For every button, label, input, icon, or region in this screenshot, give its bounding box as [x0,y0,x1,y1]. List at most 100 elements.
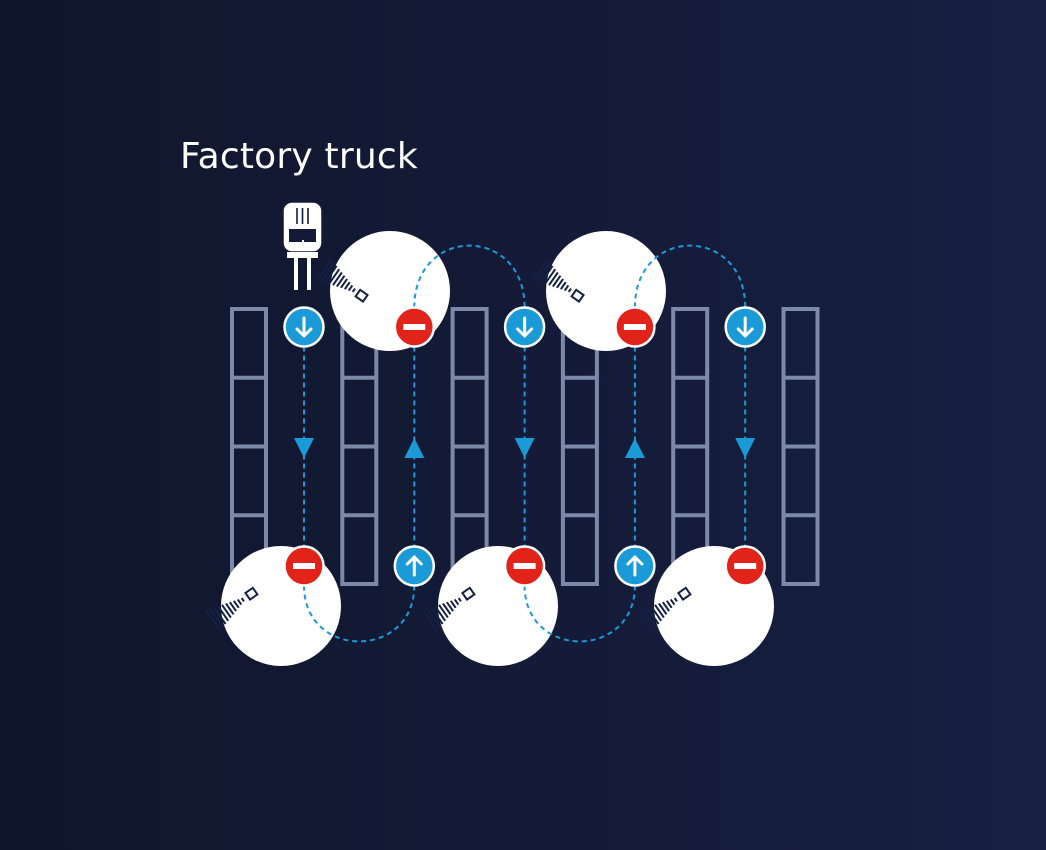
sensor-wave [351,288,356,293]
sensor-wave [449,600,457,609]
sensor-wave [340,278,348,289]
arrow-down-icon [503,306,546,348]
sensor-wave [665,600,673,609]
sensor-wave [316,258,333,281]
sensor-wave [563,284,570,292]
sensor-wave [559,281,567,290]
sensor-head [354,288,369,303]
sensor-wave [229,601,237,612]
sensor-head [570,288,585,303]
sensor-wave [548,271,559,286]
sensor-wave [217,605,230,622]
sensor-beam [532,258,585,303]
sensor-head [244,586,259,601]
shelf-rack [230,307,268,586]
sensor-wave [532,258,549,281]
sensor-wave [422,609,439,632]
no-entry-icon [393,306,436,348]
traffic-signs [283,306,766,587]
forklift-truck-icon [282,201,323,290]
sensor-wave [221,604,232,619]
sensor-beam [638,586,692,632]
sensor-wave [646,606,660,625]
arrow-up-icon [404,438,425,458]
sensor-wave [654,604,665,619]
arrow-up-icon [393,545,436,587]
sensor-wave [336,275,346,288]
diagram-title: Factory truck [180,136,418,177]
sensor-head [677,586,692,601]
sensor-head [461,586,476,601]
no-entry-icon [614,306,656,348]
sensor-wave [453,598,460,606]
go-arrow-head [626,555,644,566]
sensor-wave [638,609,655,632]
stop-bar [513,563,536,569]
sensor-wave [328,268,341,285]
no-entry-icon [283,545,325,587]
sensor-wave [552,275,562,288]
shelf-rack [560,307,599,586]
sensor-wave [205,609,222,632]
stop-bar [623,324,646,330]
no-entry-icon [503,545,546,587]
shelf-rack [781,307,820,586]
sensor-wave [556,278,564,289]
connecting-path [633,244,747,308]
arrow-down-icon [283,306,325,348]
sensor-wave [673,597,678,602]
sensor-beam [422,586,476,632]
stop-bar [734,563,757,569]
sensor-wave [332,271,343,286]
sensor-wave [213,606,227,625]
sensor-wave [347,284,354,292]
arrow-down-icon [294,438,314,458]
sensor-wave [225,602,235,615]
sensor-wave [457,597,462,602]
sensor-wave [236,598,243,606]
arrow-down-icon [735,438,756,458]
sensor-wave [430,606,444,625]
sensor-wave [662,601,670,612]
sensor-wave [536,262,551,282]
shelf-rack [671,307,710,586]
sensor-wave [426,608,441,628]
sensor-wave [540,265,554,284]
sensor-wave [658,602,668,615]
sensor-wave [544,268,557,285]
go-arrow-head [405,555,423,566]
sensor-wave [650,605,663,622]
truck-fork-right [307,258,311,290]
sensor-wave [642,608,657,628]
sensor-wave [232,600,240,609]
sensor-wave [240,597,245,602]
no-entry-icon [724,545,766,587]
arrow-down-icon [514,438,535,458]
sensor-wave [446,601,454,612]
travel-paths [294,244,756,643]
shelf-rack [340,307,379,586]
sensor-wave [438,604,449,619]
sensor-wave [320,262,335,282]
sensor-beam [316,258,369,303]
arrow-down-icon [724,306,766,348]
shelf-rack [450,307,489,586]
stop-bar [403,324,426,330]
go-arrow-head [516,327,534,338]
go-arrow-head [295,327,313,338]
go-arrow-head [736,327,754,338]
sensor-wave [442,602,452,615]
arrow-up-icon [624,438,645,458]
sensor-wave [669,598,676,606]
sensor-wave [209,608,224,628]
connecting-path [413,244,526,308]
truck-fork-left [294,258,298,290]
truck-windscreen [289,229,316,242]
sensor-wave [324,265,338,284]
sensor-wave [343,281,351,290]
arrow-up-icon [614,545,656,587]
sensor-beam [205,586,259,632]
stop-bar [293,563,315,569]
